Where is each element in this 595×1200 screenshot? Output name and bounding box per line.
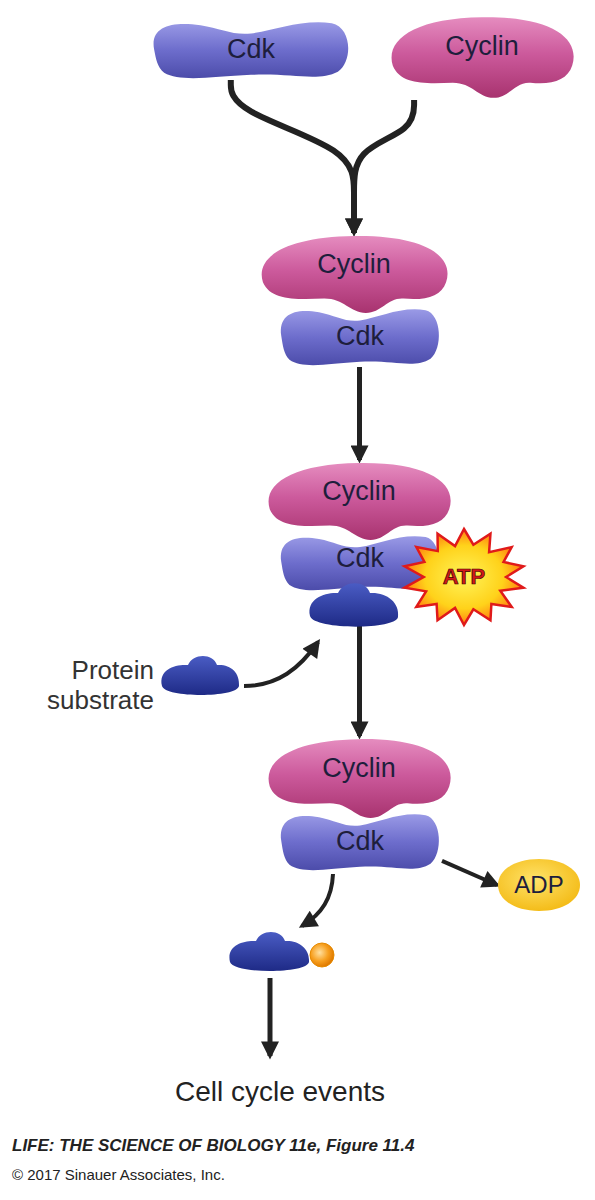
reaction-arrow bbox=[354, 100, 414, 233]
cyclin-protein-fill bbox=[269, 463, 451, 540]
cdk-protein-fill bbox=[281, 814, 439, 870]
reaction-arrow bbox=[357, 592, 362, 736]
protein-substrate bbox=[161, 656, 239, 695]
cyclin-protein: Cyclin bbox=[255, 233, 453, 315]
node-text: Cyclin bbox=[445, 31, 519, 62]
node-text: Cyclin bbox=[322, 476, 396, 507]
cyclin-protein-fill bbox=[262, 236, 448, 313]
atp-starburst-fill bbox=[405, 529, 524, 625]
annotation-label: Cell cycle events bbox=[120, 1076, 440, 1108]
adp-molecule-fill bbox=[498, 859, 580, 911]
cdk-protein: Cdk bbox=[278, 810, 442, 872]
cyclin-protein-fill bbox=[269, 739, 451, 818]
figure-caption: LIFE: THE SCIENCE OF BIOLOGY 11e, Figure… bbox=[12, 1136, 572, 1156]
cdk-protein-fill bbox=[281, 309, 439, 365]
node-text: ATP bbox=[443, 564, 485, 590]
node-text: Cdk bbox=[336, 826, 384, 857]
adp-molecule: ADP bbox=[497, 858, 581, 912]
node-text: Cdk bbox=[336, 321, 384, 352]
reaction-arrow bbox=[442, 861, 497, 885]
node-text: Cdk bbox=[336, 543, 384, 574]
cdk-protein: Cdk bbox=[278, 305, 442, 367]
atp-starburst: ATP bbox=[402, 528, 526, 626]
cyclin-protein-fill bbox=[392, 17, 574, 98]
phosphate-group bbox=[310, 943, 334, 967]
cdk-protein-fill bbox=[154, 22, 349, 78]
reaction-arrow bbox=[357, 367, 362, 460]
release-arrow bbox=[302, 874, 333, 926]
outcome-arrow bbox=[268, 978, 273, 1056]
phosphorylated-substrate bbox=[229, 932, 309, 971]
node-text: Cdk bbox=[227, 34, 275, 65]
node-text: Cyclin bbox=[317, 249, 391, 280]
cyclin-protein: Cyclin bbox=[385, 14, 579, 100]
reaction-arrow bbox=[231, 80, 354, 233]
cdk-protein: Cdk bbox=[150, 18, 352, 80]
node-text: Cyclin bbox=[322, 753, 396, 784]
copyright-note: © 2017 Sinauer Associates, Inc. bbox=[12, 1166, 412, 1183]
cyclin-protein: Cyclin bbox=[262, 736, 456, 820]
annotation-label: Protein substrate bbox=[20, 656, 154, 716]
cyclin-protein: Cyclin bbox=[262, 460, 456, 542]
node-text: ADP bbox=[514, 871, 563, 899]
binding-arrow bbox=[244, 642, 318, 686]
